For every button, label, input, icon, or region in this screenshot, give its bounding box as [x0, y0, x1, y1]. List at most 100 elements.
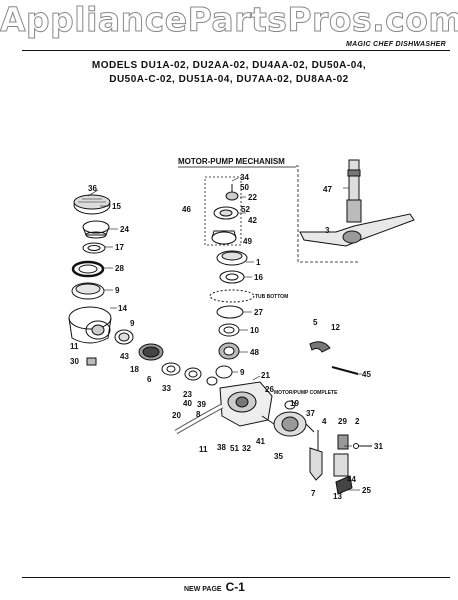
part-29-solenoid: [333, 434, 349, 477]
label-37: 37: [306, 409, 315, 418]
assembly-46-box: [204, 176, 242, 246]
label-22: 22: [248, 193, 257, 202]
part-15-filter-cap: [73, 194, 111, 215]
brand-label: MAGIC CHEF DISHWASHER: [345, 41, 446, 48]
part-3-wash-arm: [299, 213, 415, 247]
footer-prefix: NEW PAGE: [184, 586, 222, 593]
header-rule: [22, 50, 450, 51]
label-43: 43: [120, 352, 129, 361]
label-51: 51: [230, 444, 239, 453]
part-9-seal-upper: [71, 282, 105, 300]
label-30: 30: [70, 357, 79, 366]
label-27: 27: [254, 308, 263, 317]
part-27-gasket: [216, 305, 244, 319]
label-46: 46: [182, 205, 191, 214]
section-title: MOTOR-PUMP MECHANISM: [178, 157, 285, 166]
part-33-ring: [184, 367, 202, 381]
label-2: 2: [355, 417, 360, 426]
leader-lines: [87, 177, 362, 491]
part-16-ring: [219, 270, 245, 284]
models-line-2: DU50A-C-02, DU51A-04, DU7AA-02, DU8AA-02: [109, 74, 349, 85]
label-9-lower: 9: [130, 319, 135, 328]
tub-bottom-line: [209, 289, 255, 303]
part-22-nut: [225, 184, 239, 201]
part-6-washer: [161, 362, 181, 376]
label-13: 13: [333, 492, 342, 501]
part-14-pump-housing: [68, 306, 112, 344]
part-9-center-seal: [215, 365, 233, 379]
label-6: 6: [147, 375, 152, 384]
part-47-wash-tube: [346, 159, 362, 223]
part-12-bracket: [309, 341, 331, 353]
label-14: 14: [118, 304, 127, 313]
part-21-pump-body: [219, 381, 273, 427]
label-32: 32: [242, 444, 251, 453]
part-23-washer: [206, 376, 218, 386]
label-18: 18: [130, 365, 139, 374]
part-17-ring: [82, 242, 106, 254]
label-34: 34: [240, 173, 249, 182]
label-39: 39: [197, 400, 206, 409]
part-37-clamp: [284, 400, 296, 410]
label-8: 8: [196, 410, 201, 419]
part-labels: 36 1 5 2 4 17 28 9 14 9 11 30 43 18 6 33 2…: [70, 173, 383, 501]
part-45-rod: [331, 366, 359, 375]
label-38: 38: [217, 443, 226, 452]
label-20: 20: [172, 411, 181, 420]
label-5: 5: [313, 318, 318, 327]
label-48: 48: [250, 348, 259, 357]
label-50: 50: [240, 183, 249, 192]
label-35: 35: [274, 452, 283, 461]
label-29: 29: [338, 417, 347, 426]
label-16: 16: [254, 273, 263, 282]
label-9-upper: 9: [115, 286, 120, 295]
part-9-seal-lower: [114, 329, 134, 345]
part-10-ring: [218, 323, 240, 337]
label-9-center: 9: [240, 368, 245, 377]
label-47: 47: [323, 185, 332, 194]
footer: NEW PAGE C-1: [184, 580, 245, 594]
part-1-cover: [216, 250, 248, 266]
label-33: 33: [162, 384, 171, 393]
label-10: 10: [250, 326, 259, 335]
part-49-tower: [211, 230, 237, 245]
label-7: 7: [311, 489, 316, 498]
label-45: 45: [362, 370, 371, 379]
label-52: 52: [241, 205, 250, 214]
annotations: TUB BOTTOM MOTOR/PUMP COMPLETE: [255, 294, 338, 396]
footer-rule: [22, 577, 450, 578]
part-35-motor: [261, 411, 315, 437]
part-20-hose: [174, 403, 224, 435]
label-4: 4: [322, 417, 327, 426]
label-49: 49: [243, 237, 252, 246]
label-12: 12: [331, 323, 340, 332]
watermark: AppliancePartsPros.com: [0, 0, 458, 40]
tub-bottom-label: TUB BOTTOM: [255, 294, 288, 300]
label-23: 23: [183, 390, 192, 399]
label-1: 1: [256, 258, 261, 267]
part-48-seal: [218, 342, 240, 360]
callout-dashed-line: [296, 165, 358, 263]
part-24-strainer: [82, 220, 110, 239]
label-36: 36: [88, 184, 97, 193]
label-44: 44: [347, 475, 356, 484]
label-28: 28: [115, 264, 124, 273]
label-11: 11: [70, 342, 79, 351]
models-line-1: MODELS DU1A-02, DU2AA-02, DU4AA-02, DU50…: [91, 60, 367, 71]
part-28-gasket: [71, 260, 105, 278]
part-4-lever: [309, 430, 323, 481]
label-26: 26: [265, 385, 274, 394]
label-40: 40: [183, 399, 192, 408]
label-19: 19: [290, 399, 299, 408]
label-17: 17: [115, 243, 124, 252]
label-25: 25: [362, 486, 371, 495]
label-41: 41: [256, 437, 265, 446]
part-30-cap: [86, 357, 97, 366]
footer-page-number: C-1: [225, 580, 245, 594]
label-11-lower: 11: [199, 445, 208, 454]
label-31: 31: [374, 442, 383, 451]
part-31-screw: [353, 443, 372, 449]
part-42-spray-hub: [213, 206, 239, 220]
